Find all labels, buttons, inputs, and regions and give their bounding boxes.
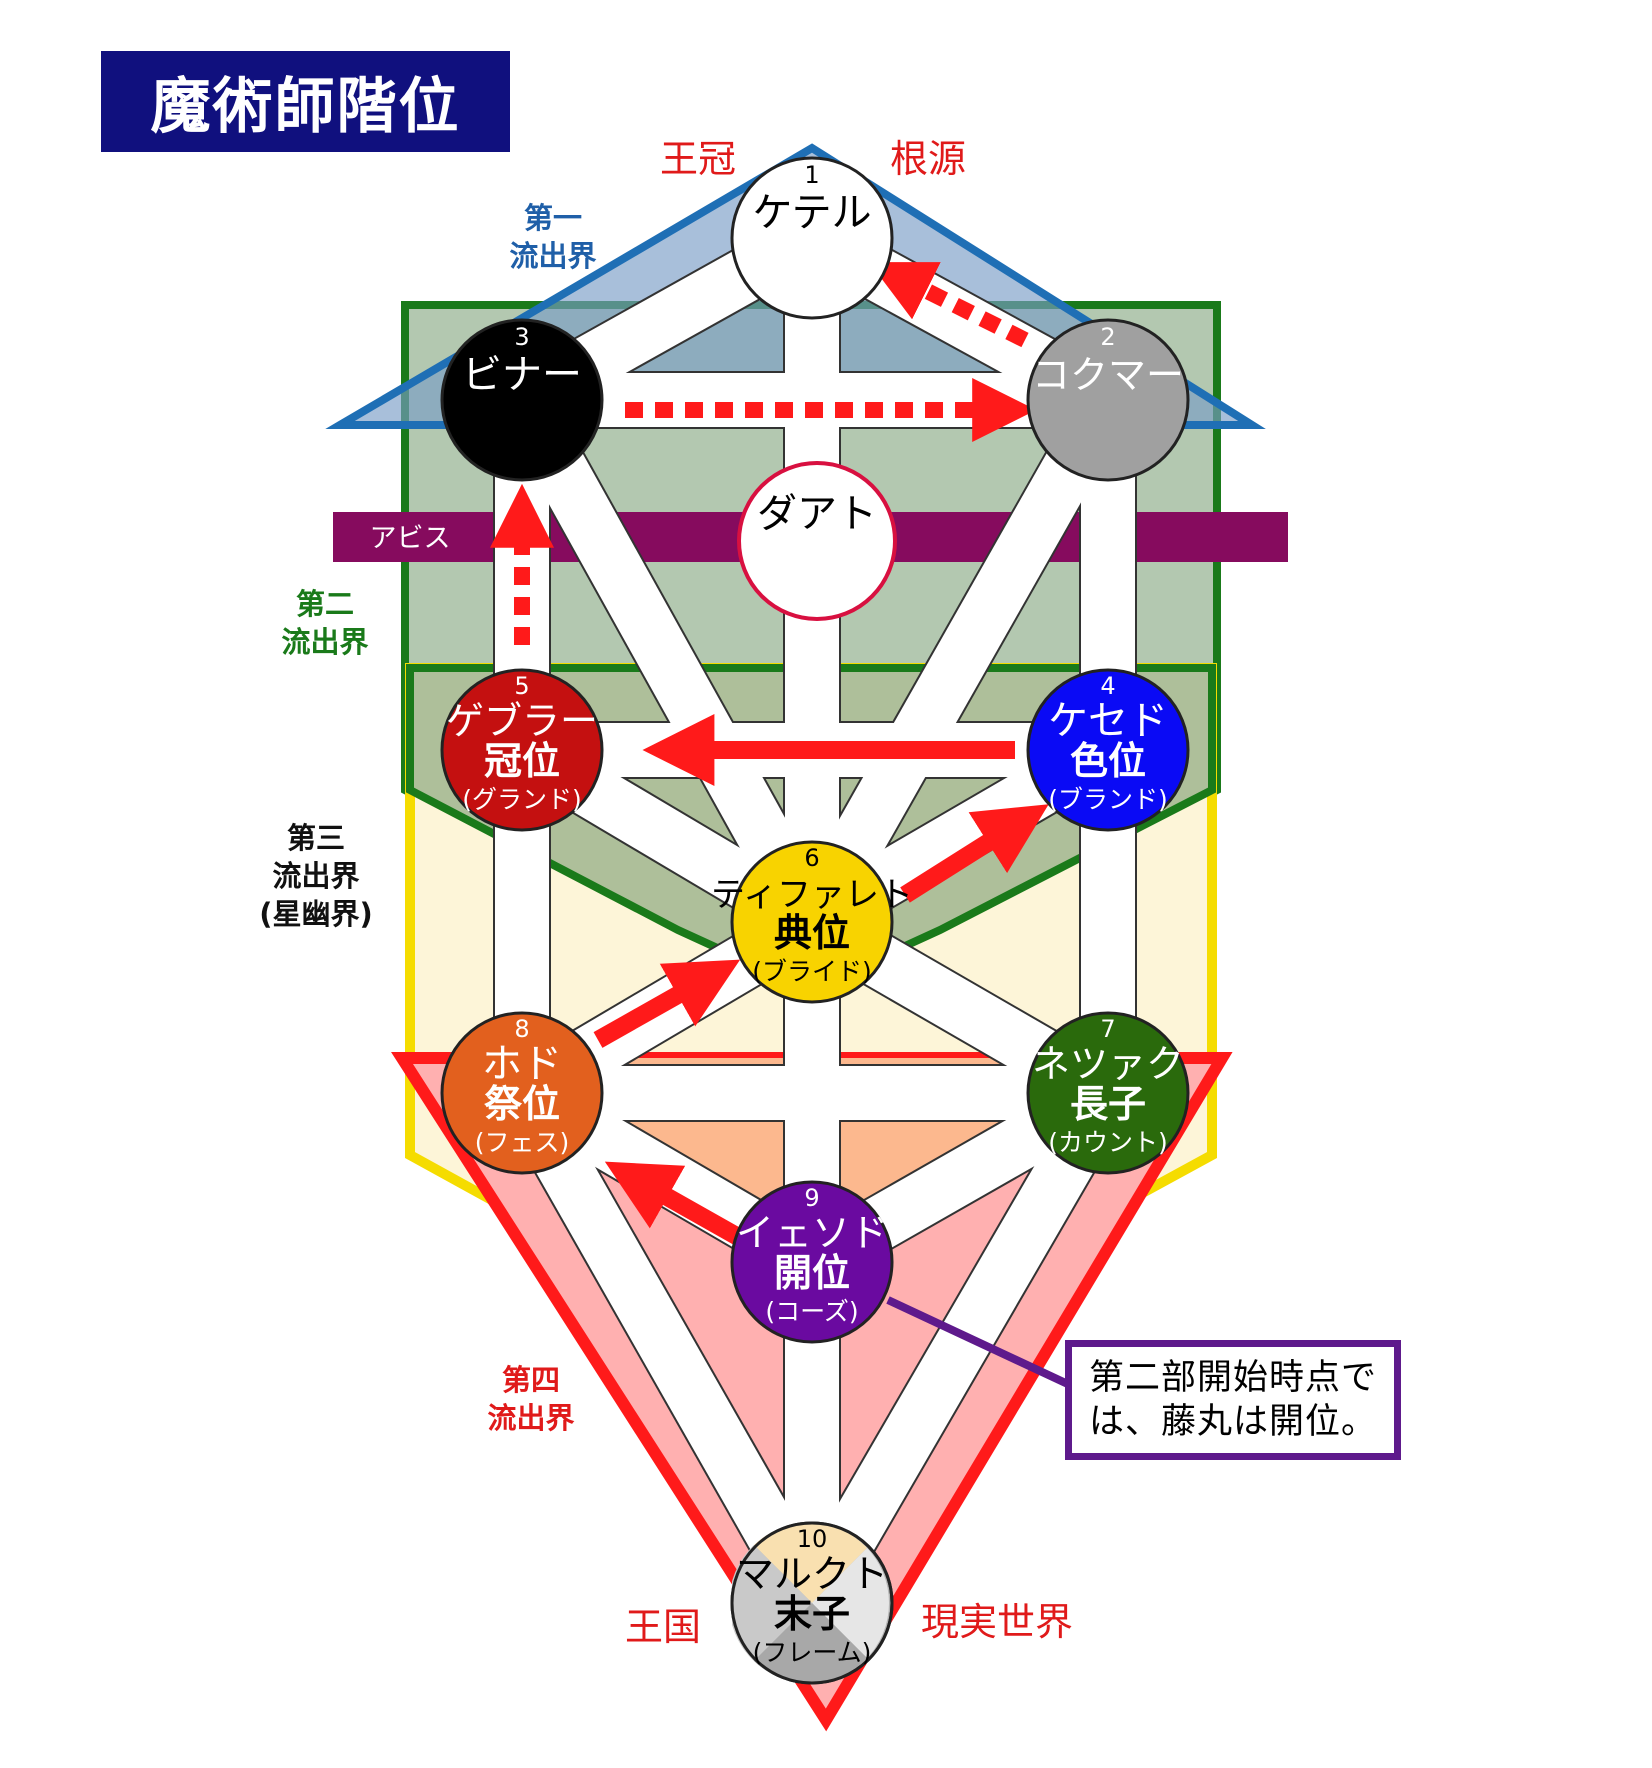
node-reading: (コーズ)	[765, 1297, 858, 1326]
node-reading: (グランド)	[462, 785, 582, 814]
node-number: 5	[514, 672, 529, 700]
second-world-label-line1: 第二	[296, 587, 354, 621]
second-world-label-line2: 流出界	[281, 625, 368, 659]
node-reading: (ブライド)	[752, 957, 872, 986]
node-rank: 長子	[1070, 1082, 1146, 1126]
node-rank: 開位	[774, 1251, 850, 1295]
node-binah-circle	[440, 318, 604, 482]
node-name: ゲブラー	[446, 699, 598, 743]
node-reading: (フレーム)	[753, 1638, 872, 1667]
node-rank: 色位	[1070, 739, 1146, 783]
node-reading: (ブランド)	[1048, 785, 1168, 814]
fourth-world-label: 第四 流出界	[487, 1363, 574, 1435]
note-connector	[886, 1296, 1074, 1390]
node-number: 3	[514, 323, 529, 351]
daath-node: ダアト	[737, 461, 897, 621]
arrow-2-to-1	[869, 262, 1029, 348]
note-box: 第二部開始時点で は、藤丸は開位。	[1065, 1340, 1401, 1460]
malkuth-ring	[730, 1521, 894, 1685]
node-name: ティファレト	[711, 875, 913, 915]
node-number: 9	[804, 1184, 819, 1212]
crown-label: 王冠	[660, 137, 736, 181]
arrow-6-to-4	[900, 804, 1049, 903]
node-netzach-circle	[1026, 1011, 1190, 1175]
node-name: コクマー	[1032, 353, 1184, 397]
node-rank: 冠位	[484, 739, 560, 783]
fourth-world-label-line2: 流出界	[487, 1401, 574, 1435]
node-reading: (フェス)	[475, 1128, 570, 1157]
malkuth-quadrant	[732, 1523, 812, 1683]
node-rank: 典位	[774, 911, 850, 955]
first-world-label-line2: 流出界	[509, 239, 596, 273]
node-number: 7	[1100, 1015, 1115, 1043]
node-rank: 末子	[774, 1592, 850, 1636]
node-rank: 祭位	[484, 1082, 560, 1126]
node-name: ホド	[482, 1041, 562, 1087]
node-keter-circle	[730, 156, 894, 320]
node-name: ケテル	[752, 190, 871, 236]
malkuth-quadrant	[812, 1523, 889, 1683]
arrow-8-to-6	[593, 959, 741, 1048]
malkuth-quadrant	[732, 1603, 889, 1683]
third-world-label: 第三 流出界 (星幽界)	[259, 821, 373, 931]
daath-label: ダアト	[757, 491, 877, 537]
node-number: 8	[514, 1015, 529, 1043]
note-line-2: は、藤丸は開位。	[1088, 1402, 1377, 1442]
node-name: ビナー	[462, 352, 582, 398]
third-world-label-line3: (星幽界)	[259, 897, 373, 931]
node-chesed-circle	[1026, 668, 1190, 832]
node-name: ケセド	[1048, 698, 1168, 744]
third-world-label-line1: 第三	[287, 821, 345, 855]
real-world-label: 現実世界	[921, 1600, 1073, 1644]
node-number: 6	[804, 844, 819, 872]
abyss-label: アビス	[370, 523, 451, 554]
node-hod-circle	[440, 1011, 604, 1175]
page-title: 魔術師階位	[101, 51, 510, 152]
third-world-label-line2: 流出界	[272, 859, 359, 893]
node-yesod-circle	[730, 1180, 894, 1344]
arrow-9-to-8	[604, 1161, 745, 1246]
source-label: 根源	[890, 137, 966, 181]
note-line-1: 第二部開始時点で	[1088, 1358, 1377, 1398]
second-world-label: 第二 流出界	[281, 587, 368, 659]
node-geburah-circle	[440, 668, 604, 832]
first-world-label: 第一 流出界	[509, 201, 596, 273]
node-number: 10	[797, 1525, 828, 1553]
node-name: ネツァク	[1032, 1042, 1184, 1086]
node-name: マルクト	[736, 1552, 888, 1596]
node-chokmah-circle	[1026, 318, 1190, 482]
node-number: 1	[804, 161, 819, 189]
malkuth-quadrant	[732, 1523, 889, 1603]
node-name: イェソド	[736, 1211, 888, 1255]
node-number: 2	[1100, 323, 1115, 351]
node-tiphareth-circle	[730, 840, 894, 1004]
node-number: 4	[1100, 672, 1115, 700]
ascension-arrows	[490, 262, 1049, 1246]
first-world-label-line1: 第一	[524, 201, 582, 235]
kingdom-label: 王国	[625, 1605, 701, 1649]
fourth-world-label-line1: 第四	[502, 1363, 560, 1397]
node-reading: (カウント)	[1048, 1128, 1168, 1157]
